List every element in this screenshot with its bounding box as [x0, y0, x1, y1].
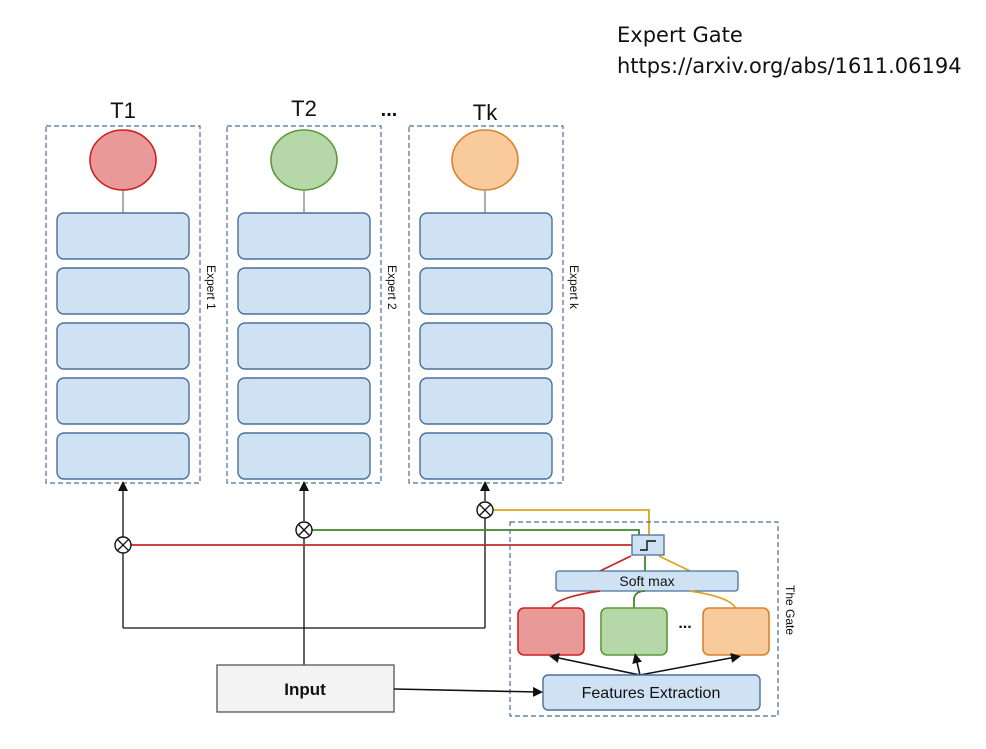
gate-label: The Gate	[783, 585, 797, 635]
expert-1-layer	[56, 377, 190, 425]
gate-selector-icon	[631, 534, 665, 556]
expert-1-task-label: T1	[110, 98, 136, 123]
multiplier-k	[476, 501, 494, 519]
gate-autoencoder-k	[702, 607, 770, 656]
expert-1-layer	[56, 432, 190, 480]
expert-1-output-node	[89, 129, 157, 191]
softmax-box	[555, 570, 739, 592]
expert-2-layer	[237, 432, 371, 480]
gate-ellipsis: ...	[678, 615, 691, 632]
expert-k-label: Expert k	[567, 265, 581, 310]
multiplier-2	[295, 521, 313, 539]
expert-1-label: Expert 1	[204, 265, 218, 310]
expert-2-label: Expert 2	[385, 265, 399, 310]
expert-k-layer	[419, 267, 553, 315]
expert-k-layer	[419, 432, 553, 480]
input-label: Input	[284, 680, 326, 699]
features-extraction-label: Features Extraction	[582, 685, 721, 702]
expert-k-output-node	[451, 129, 519, 191]
reference-title: Expert Gate	[617, 23, 743, 47]
expert-k-layer	[419, 377, 553, 425]
expert-2-layer	[237, 267, 371, 315]
expert-column-1: T1 Expert 1	[45, 98, 218, 484]
gate-signal-green	[312, 529, 640, 535]
expert-column-k: Tk Expert k	[408, 100, 581, 484]
expert-k-layer	[419, 212, 553, 260]
expert-2-output-node	[270, 129, 338, 191]
reference-caption: Expert Gate https://arxiv.org/abs/1611.0…	[617, 20, 962, 82]
expert-column-2: T2 Expert 2	[226, 96, 399, 484]
expert-k-task-label: Tk	[473, 100, 498, 125]
gate-frame	[509, 521, 779, 717]
input-wiring	[118, 481, 490, 665]
reference-url: https://arxiv.org/abs/1611.06194	[617, 54, 962, 78]
expert-1-layer	[56, 322, 190, 370]
expert-2-layer	[237, 377, 371, 425]
expert-1-layer	[56, 267, 190, 315]
expert-k-layer	[419, 322, 553, 370]
expert-2-layer	[237, 322, 371, 370]
gate-module: The Gate Soft max ... Features Extractio…	[509, 521, 797, 717]
gate-signal-lines	[131, 509, 650, 546]
features-extraction-box	[542, 674, 761, 711]
input-block: Input	[216, 664, 543, 713]
gate-autoencoder-2	[600, 607, 668, 656]
input-box	[216, 664, 395, 713]
experts-ellipsis: ...	[381, 99, 398, 121]
multiplier-1	[114, 536, 132, 554]
softmax-label: Soft max	[619, 573, 674, 589]
gate-signal-yellow	[493, 509, 650, 535]
expert-2-layer	[237, 212, 371, 260]
expert-1-layer	[56, 212, 190, 260]
gate-autoencoder-1	[517, 607, 585, 656]
expert-2-task-label: T2	[291, 96, 317, 121]
